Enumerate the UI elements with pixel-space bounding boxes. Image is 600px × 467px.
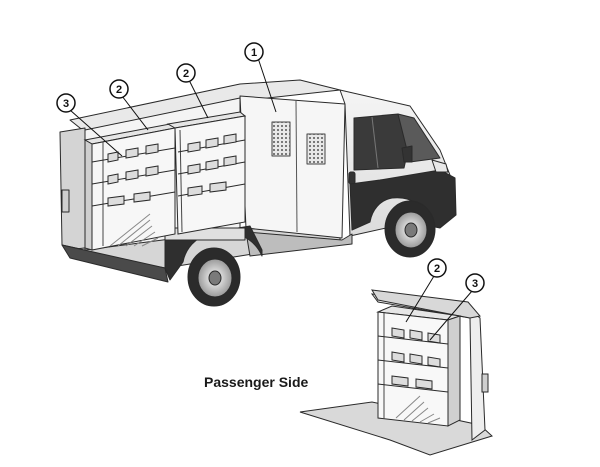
passenger-side-caption: Passenger Side xyxy=(204,374,308,390)
shelf-unit-rear-front xyxy=(92,128,175,250)
inset-shelf-side xyxy=(448,316,460,426)
partition-vent-left xyxy=(272,122,290,156)
door-handle xyxy=(349,172,355,184)
step-bumper xyxy=(165,228,245,240)
shelf-unit-rear-side xyxy=(85,140,92,250)
rear-door-frame xyxy=(60,128,85,250)
inset-shelf-front xyxy=(378,312,448,426)
callout-drawers-rear-label: 3 xyxy=(63,98,69,110)
partition-vent-right xyxy=(307,134,325,164)
side-mirror xyxy=(402,146,412,162)
inset-tail-light xyxy=(482,374,488,392)
callout-shelf-rear-label: 2 xyxy=(116,84,122,96)
callout-inset-drawers-label: 3 xyxy=(472,278,478,290)
callout-partition-label: 1 xyxy=(251,47,257,59)
front-wheel xyxy=(385,201,435,257)
passenger-side-inset xyxy=(300,290,492,455)
partition-wall xyxy=(240,96,345,238)
shelf-unit-middle xyxy=(168,112,245,234)
callout-inset-shelf-label: 2 xyxy=(434,263,440,275)
shelf-unit-middle-front xyxy=(175,116,245,234)
rear-wheel xyxy=(188,248,240,306)
callout-shelf-middle-label: 2 xyxy=(183,68,189,80)
shelf-unit-rear xyxy=(85,124,175,250)
tail-light-left xyxy=(62,190,69,212)
